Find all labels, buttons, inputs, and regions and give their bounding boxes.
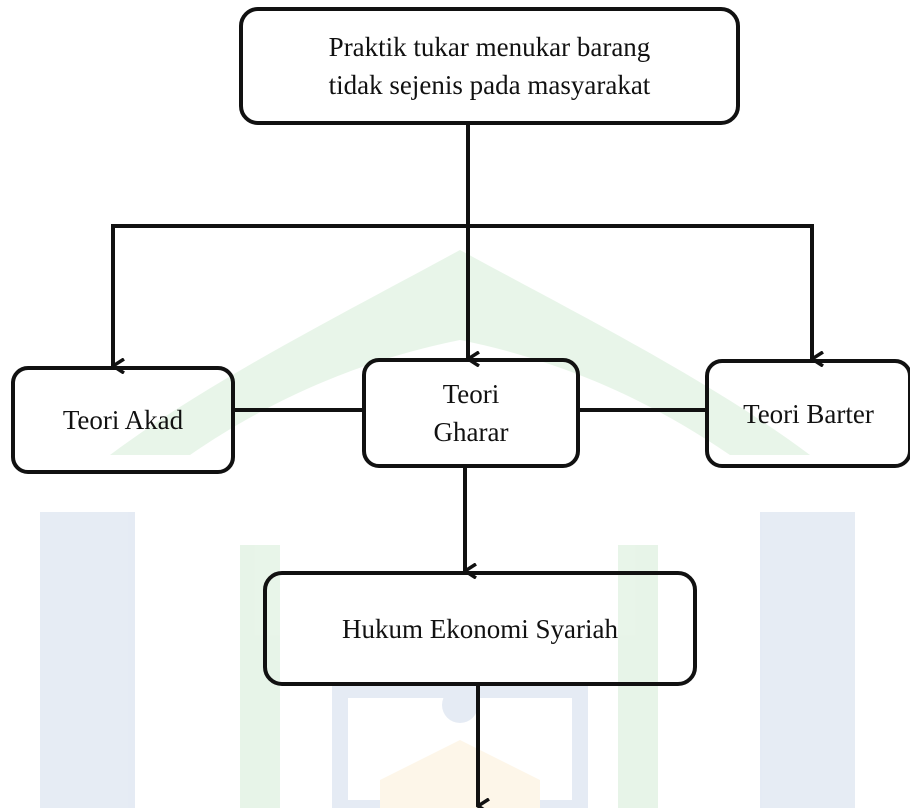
watermark-left-pillar-green	[240, 545, 280, 808]
watermark-logo	[40, 250, 855, 808]
top-node-line-1: Praktik tukar menukar barang	[328, 32, 651, 62]
gharar-node-line-1: Teori	[442, 379, 500, 409]
result-node-label: Hukum Ekonomi Syariah	[342, 613, 618, 644]
watermark-right-pillar-blue	[760, 512, 855, 808]
watermark-center-frame	[332, 682, 588, 808]
barter-node-label: Teori Barter	[743, 398, 874, 429]
akad-node-label: Teori Akad	[62, 405, 184, 435]
branch-horizontal	[111, 224, 814, 359]
watermark-dome	[110, 250, 810, 455]
gharar-node-line-2: Gharar	[433, 417, 509, 447]
watermark-center-mark	[442, 687, 478, 723]
result-node: Hukum Ekonomi Syariah	[265, 573, 695, 684]
watermark-book	[380, 740, 540, 808]
akad-node: Teori Akad	[13, 368, 233, 472]
watermark-left-pillar-blue	[40, 512, 135, 808]
barter-node-box	[705, 359, 910, 468]
top-node-box	[239, 7, 740, 125]
watermark-right-pillar-green	[618, 545, 658, 808]
gharar-node: Teori Gharar	[364, 360, 578, 466]
barter-node: Teori Barter	[707, 361, 910, 466]
top-node-line-2: tidak sejenis pada masyarakat	[328, 70, 651, 100]
top-node: Praktik tukar menukar barang tidak sejen…	[241, 9, 738, 123]
